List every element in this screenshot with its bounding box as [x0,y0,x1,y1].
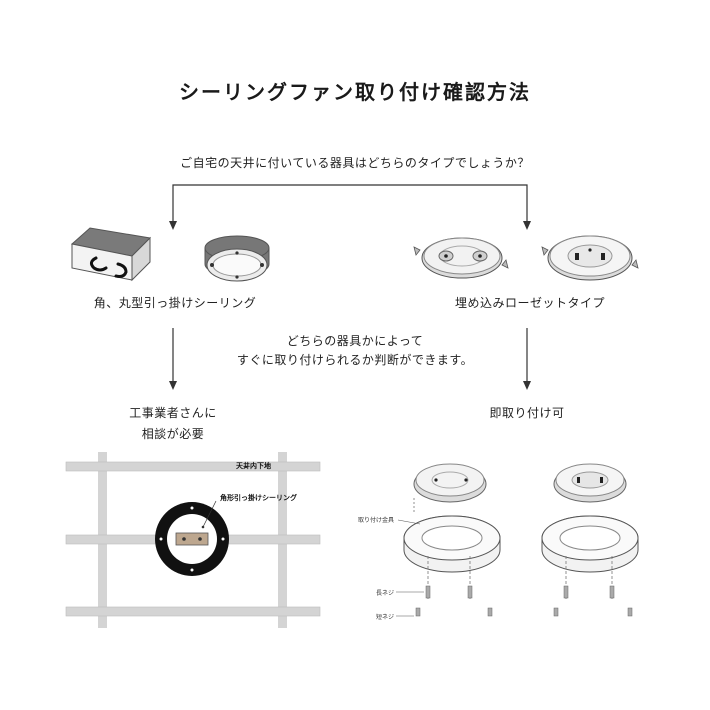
arrow-right-top [523,221,531,230]
page-title: シーリングファン取り付け確認方法 [179,80,531,104]
note-line-2: すぐに取り付けられるか判断ができます。 [236,353,474,367]
round-ceiling-fixture-illustration [204,235,270,282]
flow-top-lines [172,184,528,222]
ceiling-substrate-label: 天井内下地 [236,462,271,470]
type-label-hook-ceiling: 角、丸型引っ掛けシーリング [93,296,257,310]
arrow-left-lower [169,381,177,390]
result-left-line-1: 工事業者さんに [129,406,217,420]
round-base-with-hook-ceiling [155,465,248,576]
rosette-fixture-illustration-1 [413,237,509,279]
arrow-right-lower [523,381,531,390]
square-ceiling-fixture-illustration [70,227,152,282]
type-label-embedded-rosette: 埋め込みローゼットタイプ [454,296,605,310]
bracket-label: 取り付け金具 [358,517,395,524]
rosette-exploded-view-1 [396,463,501,617]
short-screw-label: 短ネジ [376,614,395,621]
rosette-exploded-view-2 [541,463,639,617]
note-line-1: どちらの器具かによって [286,334,424,348]
question-text: ご自宅の天井に付いている器具はどちらのタイプでしょうか？ [180,156,530,170]
hook-ceiling-label: 角形引っ掛けシーリング [220,494,297,502]
rosette-fixture-illustration-2 [541,235,639,281]
result-right: 即取り付け可 [489,406,565,420]
arrow-left-top [169,221,177,230]
result-left-line-2: 相談が必要 [141,427,205,441]
long-screw-label: 長ネジ [376,590,395,597]
